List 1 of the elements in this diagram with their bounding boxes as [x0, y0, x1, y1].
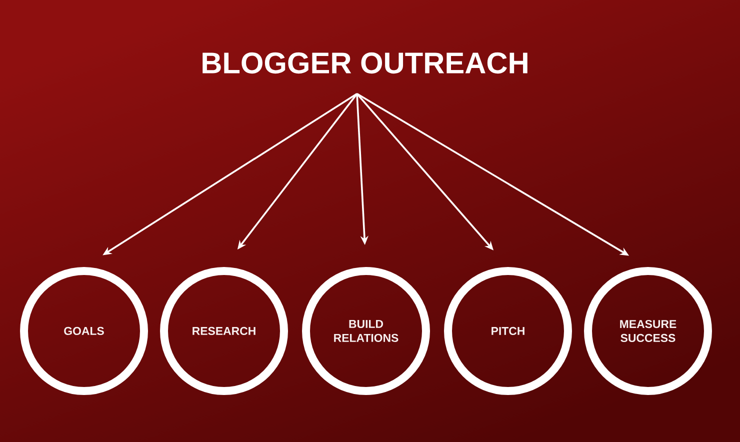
title: BLOGGER OUTREACH [202, 52, 528, 74]
